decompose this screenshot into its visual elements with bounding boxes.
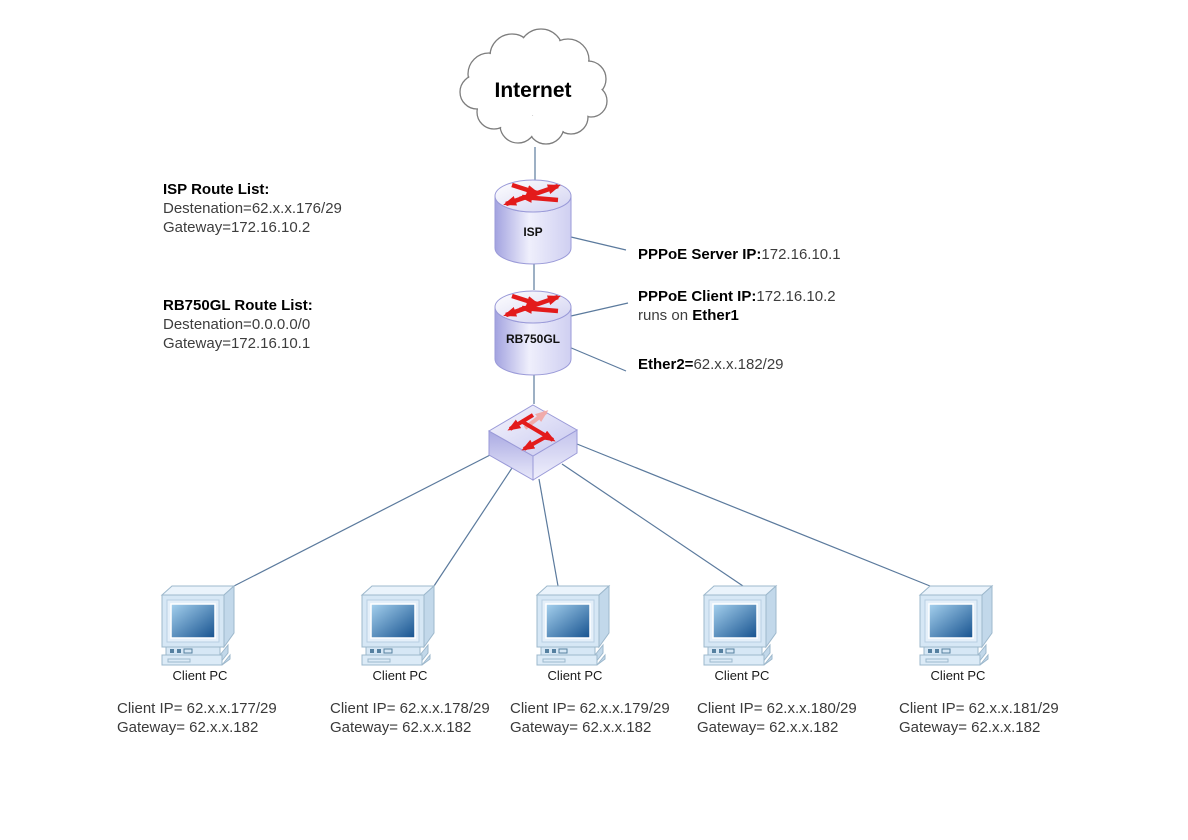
client-pc-info: Client IP= 62.x.x.178/29 Gateway= 62.x.x… xyxy=(330,700,490,737)
client-pc-icon xyxy=(161,585,235,666)
pppoe-server-value: 172.16.10.1 xyxy=(761,246,841,263)
client-pc-info: Client IP= 62.x.x.181/29 Gateway= 62.x.x… xyxy=(899,700,1059,737)
pppoe-server-note: PPPoE Server IP:172.16.10.1 xyxy=(638,245,841,264)
ether2-label: Ether2= xyxy=(638,356,694,373)
isp-route-list-title: ISP Route List: xyxy=(163,181,270,198)
isp-router-label: ISP xyxy=(523,225,543,239)
rb750gl-route-destination: Destenation=0.0.0.0/0 xyxy=(163,316,311,333)
client-gateway: Gateway= 62.x.x.182 xyxy=(697,718,839,736)
internet-label: Internet xyxy=(494,79,572,102)
client-pc-label: Client PC xyxy=(172,668,228,683)
pppoe-client-interface: Ether1 xyxy=(692,307,739,324)
client-ip: Client IP= 62.x.x.180/29 xyxy=(697,700,857,717)
rb750gl-route-gateway: Gateway=172.16.10.1 xyxy=(163,335,311,352)
client-pc-info: Client IP= 62.x.x.177/29 Gateway= 62.x.x… xyxy=(117,700,277,737)
client-pc-icon xyxy=(703,585,777,666)
client-ip: Client IP= 62.x.x.178/29 xyxy=(330,700,490,717)
rb750gl-route-list: RB750GL Route List: Destenation=0.0.0.0/… xyxy=(163,296,313,353)
pppoe-server-label: PPPoE Server IP: xyxy=(638,246,762,263)
client-ip: Client IP= 62.x.x.181/29 xyxy=(899,700,1059,717)
client-ip: Client IP= 62.x.x.179/29 xyxy=(510,700,670,717)
ether2-value: 62.x.x.182/29 xyxy=(693,356,784,373)
client-pc-info: Client IP= 62.x.x.180/29 Gateway= 62.x.x… xyxy=(697,700,857,737)
internet-cloud-icon xyxy=(459,28,608,145)
client-gateway: Gateway= 62.x.x.182 xyxy=(510,718,652,736)
rb750gl-router-label: RB750GL xyxy=(505,332,561,346)
client-gateway: Gateway= 62.x.x.182 xyxy=(899,718,1041,736)
isp-route-gateway: Gateway=172.16.10.2 xyxy=(163,219,311,236)
client-pc-label: Client PC xyxy=(372,668,428,683)
pppoe-client-runs-on: runs on xyxy=(638,307,693,324)
pppoe-client-label: PPPoE Client IP: xyxy=(638,288,757,305)
pppoe-client-value: 172.16.10.2 xyxy=(756,288,836,305)
client-ip: Client IP= 62.x.x.177/29 xyxy=(117,700,277,717)
client-pc-label: Client PC xyxy=(714,668,770,683)
client-pc-icon xyxy=(919,585,993,666)
client-gateway: Gateway= 62.x.x.182 xyxy=(330,718,472,736)
client-pc-info: Client IP= 62.x.x.179/29 Gateway= 62.x.x… xyxy=(510,700,670,737)
switch-icon xyxy=(488,404,578,481)
client-pc-icon xyxy=(361,585,435,666)
rb750gl-route-list-title: RB750GL Route List: xyxy=(163,297,313,314)
ether2-note: Ether2=62.x.x.182/29 xyxy=(638,355,784,374)
client-pc-label: Client PC xyxy=(930,668,986,683)
client-gateway: Gateway= 62.x.x.182 xyxy=(117,718,259,736)
isp-router-icon xyxy=(495,180,571,264)
isp-route-list: ISP Route List: Destenation=62.x.x.176/2… xyxy=(163,180,342,237)
connection-lines xyxy=(233,147,931,587)
isp-route-destination: Destenation=62.x.x.176/29 xyxy=(163,200,342,217)
client-pc-label: Client PC xyxy=(547,668,603,683)
pppoe-client-note: PPPoE Client IP:172.16.10.2 runs on Ethe… xyxy=(638,287,836,325)
client-pc-icon xyxy=(536,585,610,666)
